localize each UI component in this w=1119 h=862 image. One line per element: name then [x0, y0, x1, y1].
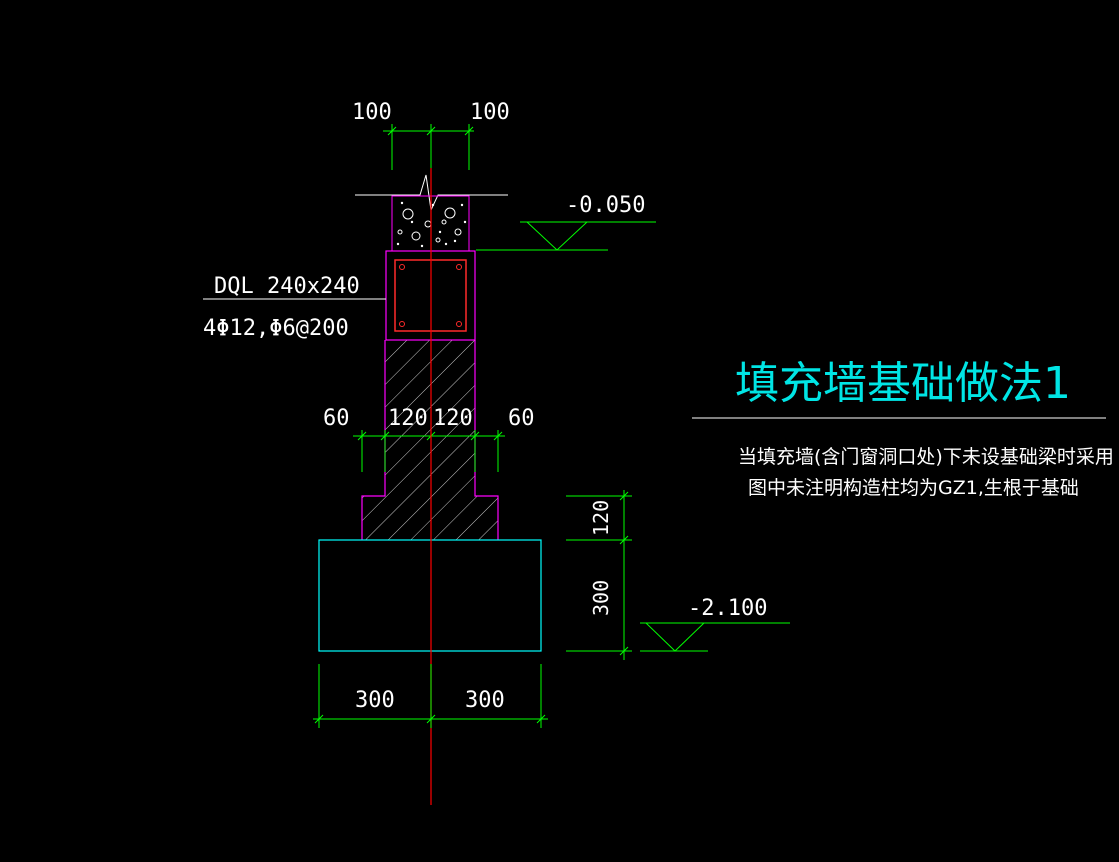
right-dim-upper: 120 [589, 500, 613, 536]
mid-dim-d: 60 [508, 406, 535, 431]
base-dimension [313, 664, 548, 728]
mid-dim-b: 120 [388, 406, 428, 431]
base-dim-right: 300 [465, 688, 505, 713]
beam-name: DQL 240x240 [214, 274, 360, 299]
base-dim-left: 300 [355, 688, 395, 713]
beam-rebar: 4Φ12,Φ6@200 [203, 316, 349, 341]
elevation-mark-top [476, 221, 656, 251]
brick-foundation [361, 339, 499, 540]
elevation-top-text: -0.050 [566, 193, 645, 218]
elevation-mark-bottom [640, 622, 790, 652]
mid-dim-a: 60 [323, 406, 350, 431]
drawing-title: 填充墙基础做法1 [735, 358, 1071, 409]
top-dim-left: 100 [352, 100, 392, 125]
right-dim-lower: 300 [589, 580, 613, 616]
ground-break-line [355, 174, 508, 212]
mid-dim-c: 120 [433, 406, 473, 431]
rebar-bars [399, 264, 462, 327]
elevation-bottom-text: -2.100 [688, 596, 767, 621]
footing [318, 539, 542, 652]
right-dimension [566, 490, 632, 660]
note-line-1: 当填充墙(含门窗洞口处)下未设基础梁时采用 [738, 446, 1114, 468]
note-line-2: 图中未注明构造柱均为GZ1,生根于基础 [748, 477, 1079, 499]
top-dimension [383, 124, 474, 170]
concrete-texture [397, 207, 462, 243]
top-dim-right: 100 [470, 100, 510, 125]
